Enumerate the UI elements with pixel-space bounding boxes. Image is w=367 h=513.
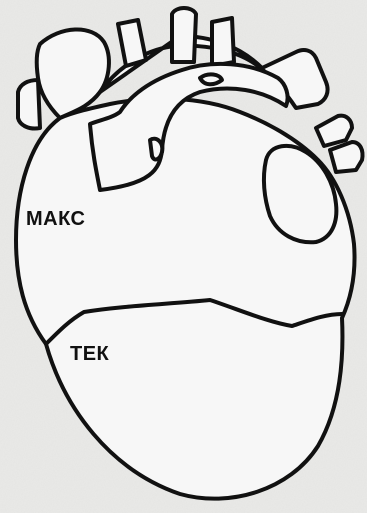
vessel-right-top [212,18,234,66]
label-max: МАКС [26,208,86,231]
vessel-center-top [172,8,196,62]
left-vessel-stub [18,80,40,129]
label-tek: ТЕК [70,343,109,366]
vessel-opening [150,139,162,160]
vessel-opening-top [200,74,222,84]
vessel-right-lower [330,142,363,172]
